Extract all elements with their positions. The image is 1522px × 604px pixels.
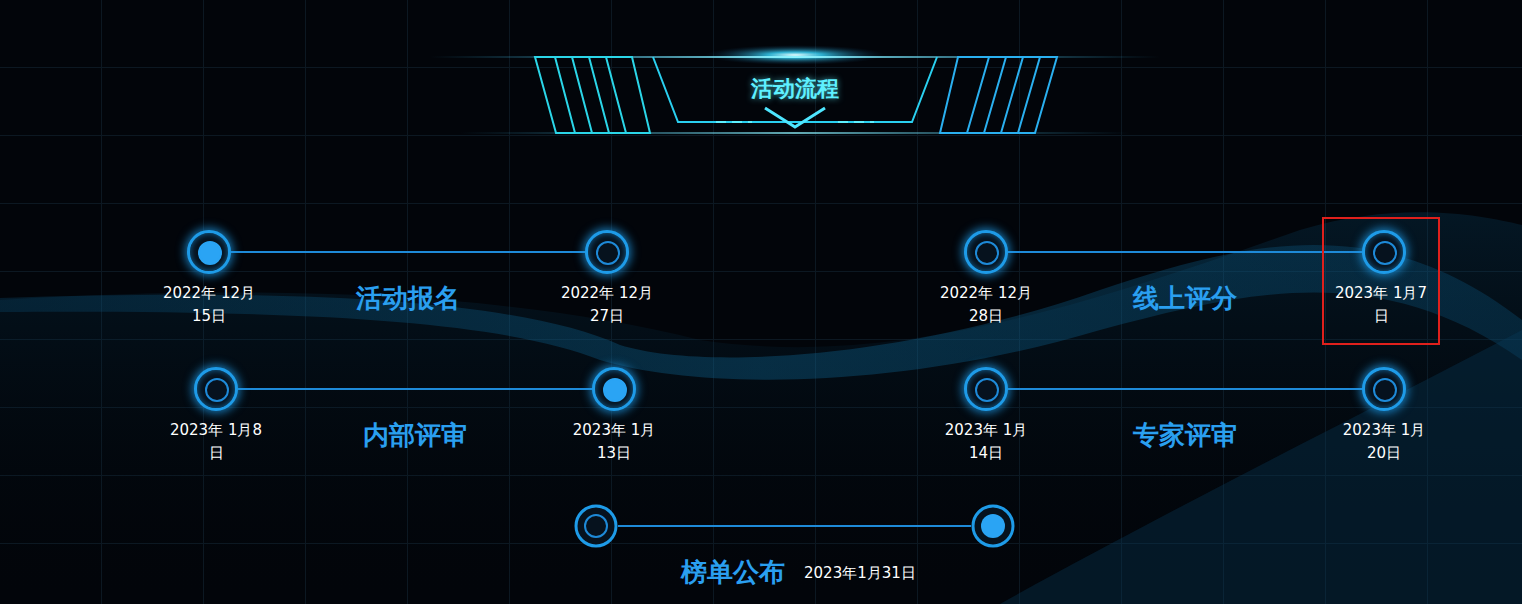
timeline-node: 2023年 1月7日 — [1322, 217, 1440, 345]
date-text: 2022年 12月15日 — [159, 282, 259, 328]
timeline-dot — [585, 230, 629, 274]
date-text: 2022年 12月28日 — [936, 282, 1036, 328]
phase-label: 线上评分 — [1133, 282, 1237, 314]
timeline-dot — [964, 230, 1008, 274]
phase-label: 活动报名 — [356, 282, 460, 314]
date-text: 2023年 1月8日 — [166, 419, 266, 465]
date-text: 2023年 1月20日 — [1334, 419, 1434, 465]
timeline-dot — [194, 367, 238, 411]
date-text: 2023年 1月7日 — [1331, 282, 1431, 328]
timeline-node: 2022年 12月27日 — [547, 230, 667, 328]
timeline-dot — [1362, 367, 1406, 411]
timeline-node: 2022年 12月15日 — [149, 230, 269, 328]
timeline-node: 2023年 1月13日 — [554, 367, 674, 465]
date-text: 2023年 1月13日 — [564, 419, 664, 465]
phase-label: 内部评审 — [363, 419, 467, 451]
timeline-line — [238, 388, 592, 390]
timeline-dot — [964, 367, 1008, 411]
timeline-dot — [187, 230, 231, 274]
timeline-node: 2023年 1月20日 — [1324, 367, 1444, 465]
banner-title: 活动流程 — [751, 76, 839, 102]
timeline-dot — [592, 367, 636, 411]
timeline-line — [231, 251, 585, 253]
timeline-line — [1008, 251, 1362, 253]
date-text: 2023年 1月14日 — [936, 419, 1036, 465]
timeline-line — [1008, 388, 1362, 390]
phase-label: 专家评审 — [1133, 419, 1237, 451]
timeline-node: 2023年 1月14日 — [926, 367, 1046, 465]
timeline-node: 2022年 12月28日 — [926, 230, 1046, 328]
date-text: 2022年 12月27日 — [557, 282, 657, 328]
timeline-dot — [1362, 230, 1406, 274]
date-text: 2023年1月31日 — [804, 563, 916, 583]
timeline-node: 2023年 1月8日 — [156, 367, 276, 465]
phase-label: 榜单公布 — [681, 556, 785, 588]
